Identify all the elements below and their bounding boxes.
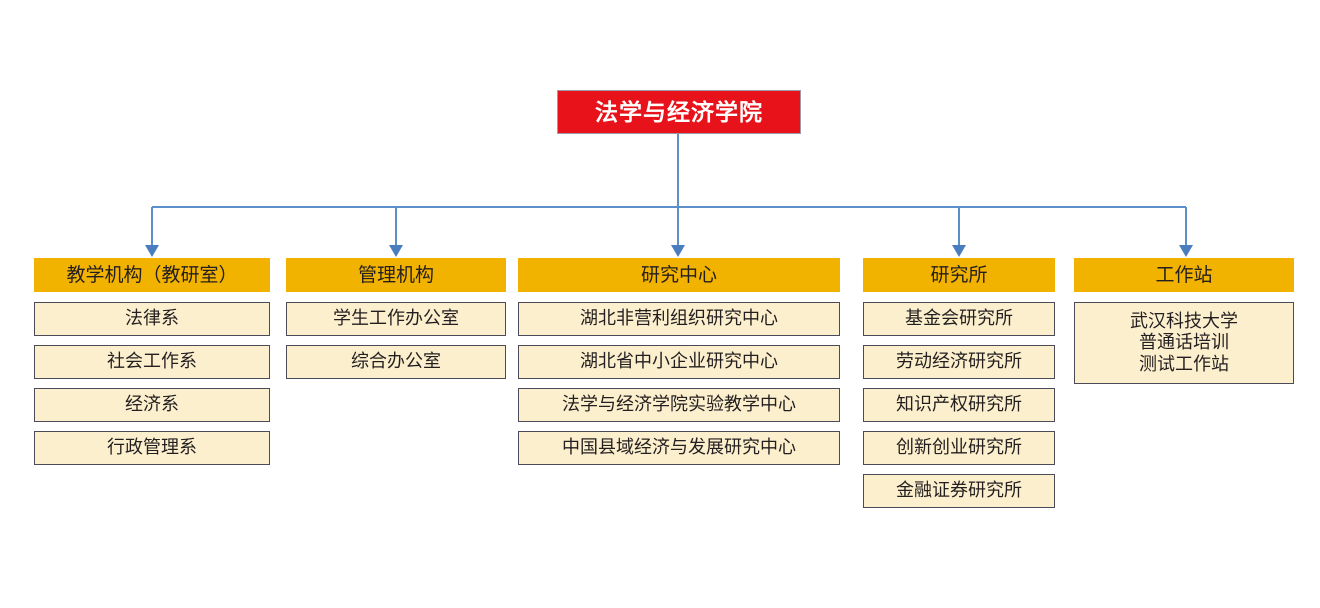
branch-column-workstation: 工作站 武汉科技大学 普通话培训 测试工作站 xyxy=(1074,258,1294,393)
node-item[interactable]: 金融证券研究所 xyxy=(863,474,1055,508)
column-header-label: 研究所 xyxy=(930,264,988,286)
column-header-label: 教学机构（教研室） xyxy=(66,264,238,286)
node-item-label: 金融证券研究所 xyxy=(896,480,1022,501)
node-item[interactable]: 社会工作系 xyxy=(34,345,270,379)
root-node-label: 法学与经济学院 xyxy=(595,99,763,125)
node-item-label: 法律系 xyxy=(125,308,179,329)
node-item[interactable]: 湖北省中小企业研究中心 xyxy=(518,345,840,379)
branch-column-teaching: 教学机构（教研室） 法律系 社会工作系 经济系 行政管理系 xyxy=(34,258,270,474)
node-item-label: 劳动经济研究所 xyxy=(896,351,1022,372)
node-item[interactable]: 湖北非营利组织研究中心 xyxy=(518,302,840,336)
node-item-label: 基金会研究所 xyxy=(905,308,1013,329)
column-header-label: 管理机构 xyxy=(357,264,434,286)
node-item[interactable]: 综合办公室 xyxy=(286,345,506,379)
node-item[interactable]: 武汉科技大学 普通话培训 测试工作站 xyxy=(1074,302,1294,384)
column-header-label: 研究中心 xyxy=(640,264,717,286)
arrowhead-4 xyxy=(1179,245,1193,257)
node-item[interactable]: 行政管理系 xyxy=(34,431,270,465)
node-item[interactable]: 基金会研究所 xyxy=(863,302,1055,336)
arrowhead-1 xyxy=(389,245,403,257)
node-item-label: 创新创业研究所 xyxy=(896,437,1022,458)
column-header-teaching[interactable]: 教学机构（教研室） xyxy=(34,258,270,292)
arrowhead-3 xyxy=(952,245,966,257)
node-item[interactable]: 学生工作办公室 xyxy=(286,302,506,336)
column-header-workstation[interactable]: 工作站 xyxy=(1074,258,1294,292)
column-header-institutes[interactable]: 研究所 xyxy=(863,258,1055,292)
node-item[interactable]: 经济系 xyxy=(34,388,270,422)
branch-column-institutes: 研究所 基金会研究所 劳动经济研究所 知识产权研究所 创新创业研究所 金融证券研… xyxy=(863,258,1055,517)
branch-column-research-centers: 研究中心 湖北非营利组织研究中心 湖北省中小企业研究中心 法学与经济学院实验教学… xyxy=(518,258,840,474)
node-item-label: 行政管理系 xyxy=(107,437,197,458)
node-item[interactable]: 知识产权研究所 xyxy=(863,388,1055,422)
node-item-label: 社会工作系 xyxy=(107,351,197,372)
arrowhead-2 xyxy=(671,245,685,257)
node-item-label: 综合办公室 xyxy=(351,351,441,372)
node-item-label: 学生工作办公室 xyxy=(333,308,459,329)
column-header-label: 工作站 xyxy=(1155,264,1213,286)
node-item[interactable]: 创新创业研究所 xyxy=(863,431,1055,465)
branch-column-administration: 管理机构 学生工作办公室 综合办公室 xyxy=(286,258,506,388)
node-item-label: 湖北非营利组织研究中心 xyxy=(580,308,778,329)
node-item-label: 法学与经济学院实验教学中心 xyxy=(562,394,796,415)
node-item-label: 武汉科技大学 普通话培训 测试工作站 xyxy=(1130,311,1238,374)
node-item[interactable]: 中国县域经济与发展研究中心 xyxy=(518,431,840,465)
node-item-label: 经济系 xyxy=(125,394,179,415)
node-item[interactable]: 劳动经济研究所 xyxy=(863,345,1055,379)
node-item[interactable]: 法学与经济学院实验教学中心 xyxy=(518,388,840,422)
root-node[interactable]: 法学与经济学院 xyxy=(557,90,801,134)
column-header-administration[interactable]: 管理机构 xyxy=(286,258,506,292)
node-item[interactable]: 法律系 xyxy=(34,302,270,336)
node-item-label: 湖北省中小企业研究中心 xyxy=(580,351,778,372)
column-header-research-centers[interactable]: 研究中心 xyxy=(518,258,840,292)
node-item-label: 知识产权研究所 xyxy=(896,394,1022,415)
arrowhead-0 xyxy=(145,245,159,257)
node-item-label: 中国县域经济与发展研究中心 xyxy=(562,437,796,458)
